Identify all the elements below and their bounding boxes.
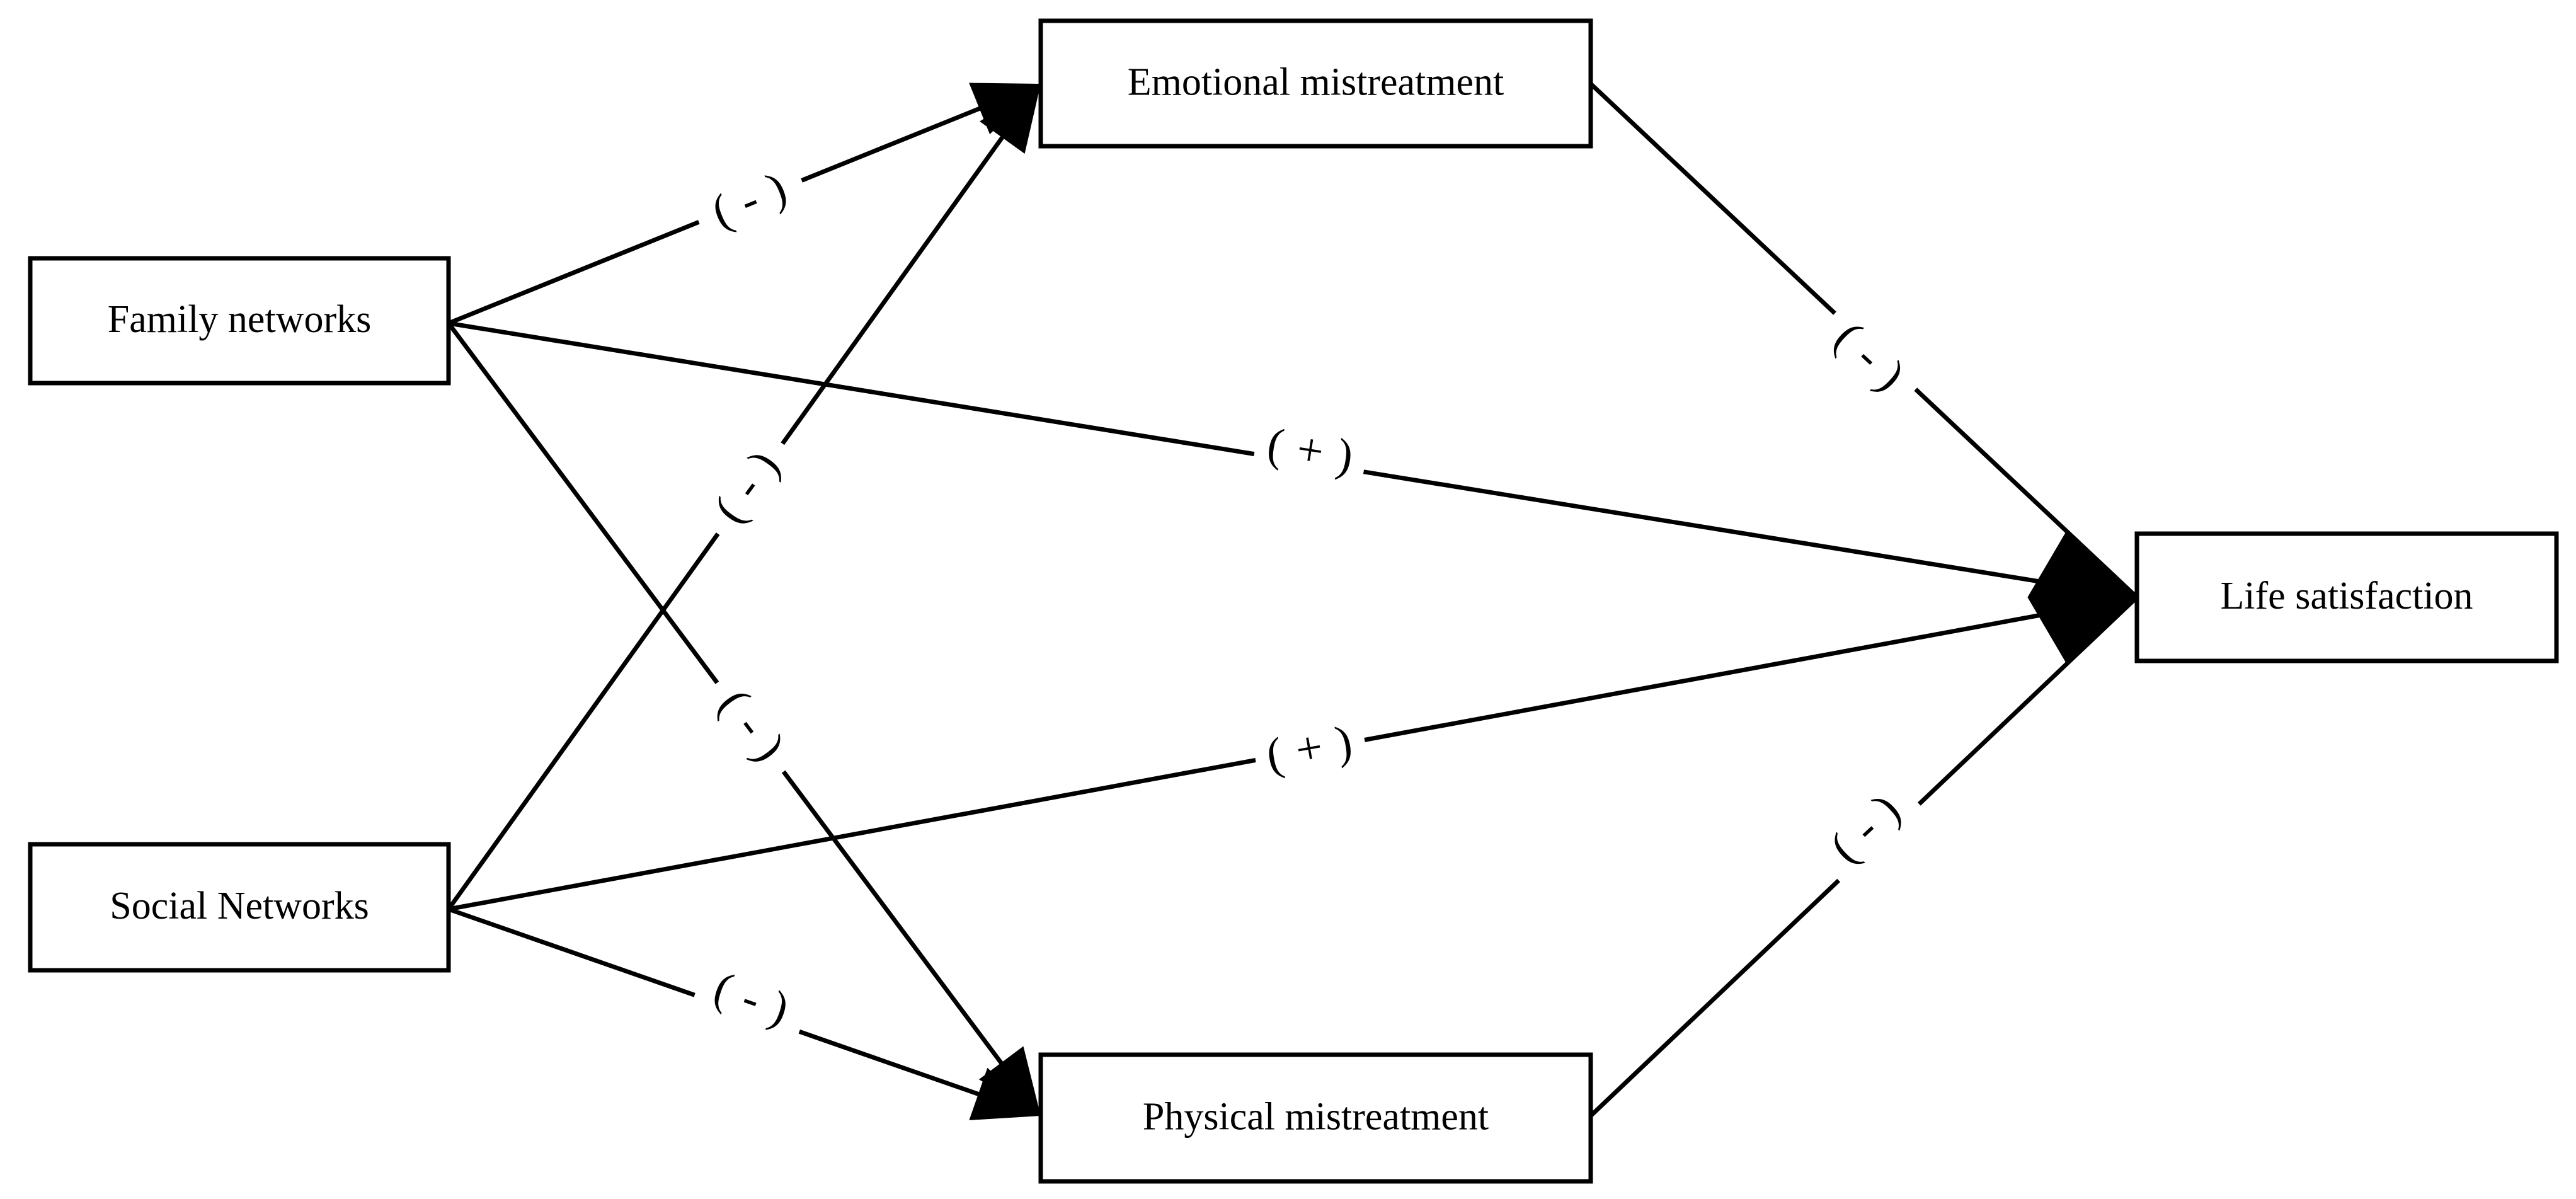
sign-knockout-plate — [1805, 768, 1931, 893]
edge-sign-social-to-life: ( + ) — [1250, 709, 1371, 794]
arrowhead-social-to-emotional — [980, 84, 1041, 154]
edge-sign-social-to-emotional: ( - ) — [690, 424, 809, 553]
node-box-emotional-mistreatment[interactable] — [1038, 18, 1593, 149]
edge-sign-social-to-physical: ( - ) — [687, 953, 815, 1051]
edge-sign-labels-layer: ( - ) ( + ) ( - ) ( - ) ( + ) ( - ) ( - ) ( - ) — [687, 151, 1931, 1051]
edge-sign-emotional-to-life: ( - ) — [1805, 297, 1931, 422]
edge-sign-family-to-life: ( + ) — [1250, 412, 1371, 495]
node-label-social-networks: Social Networks — [110, 885, 369, 927]
edges-layer — [447, 82, 2139, 1118]
node-emotional-mistreatment[interactable]: Emotional mistreatment — [1038, 18, 1593, 149]
sign-knockout-plate — [1250, 412, 1371, 495]
node-label-physical-mistreatment: Physical mistreatment — [1143, 1096, 1489, 1139]
node-life-satisfaction[interactable]: Life satisfaction — [2134, 531, 2559, 663]
sign-knockout-plate — [690, 663, 810, 792]
sign-knockout-plate — [1805, 297, 1931, 422]
edge-sign-physical-to-life: ( - ) — [1805, 768, 1931, 893]
node-box-life-satisfaction[interactable] — [2134, 531, 2559, 663]
node-family-networks[interactable]: Family networks — [28, 256, 451, 386]
node-label-life-satisfaction: Life satisfaction — [2220, 575, 2473, 617]
arrowheads-layer — [969, 83, 1041, 1120]
sign-knockout-plate — [690, 424, 809, 553]
arrowhead-family-to-physical — [978, 1046, 1041, 1116]
sign-knockout-plate — [687, 151, 815, 255]
node-label-emotional-mistreatment: Emotional mistreatment — [1128, 61, 1504, 104]
node-box-social-networks[interactable] — [28, 842, 451, 973]
life-satisfaction-arrowhead — [2027, 531, 2137, 663]
sign-knockout-plate — [687, 953, 815, 1051]
node-physical-mistreatment[interactable]: Physical mistreatment — [1038, 1052, 1593, 1184]
node-box-physical-mistreatment[interactable] — [1038, 1052, 1593, 1184]
node-social-networks[interactable]: Social Networks — [28, 842, 451, 973]
edge-sign-family-to-emotional: ( - ) — [687, 151, 815, 255]
node-label-family-networks: Family networks — [108, 298, 371, 341]
arrowhead-converging-life-satisfaction — [2027, 531, 2137, 663]
arrowhead-social-to-physical — [969, 1067, 1041, 1120]
node-box-family-networks[interactable] — [28, 256, 451, 386]
sign-knockout-plate — [1250, 709, 1371, 794]
edge-sign-family-to-physical: ( - ) — [690, 663, 810, 792]
